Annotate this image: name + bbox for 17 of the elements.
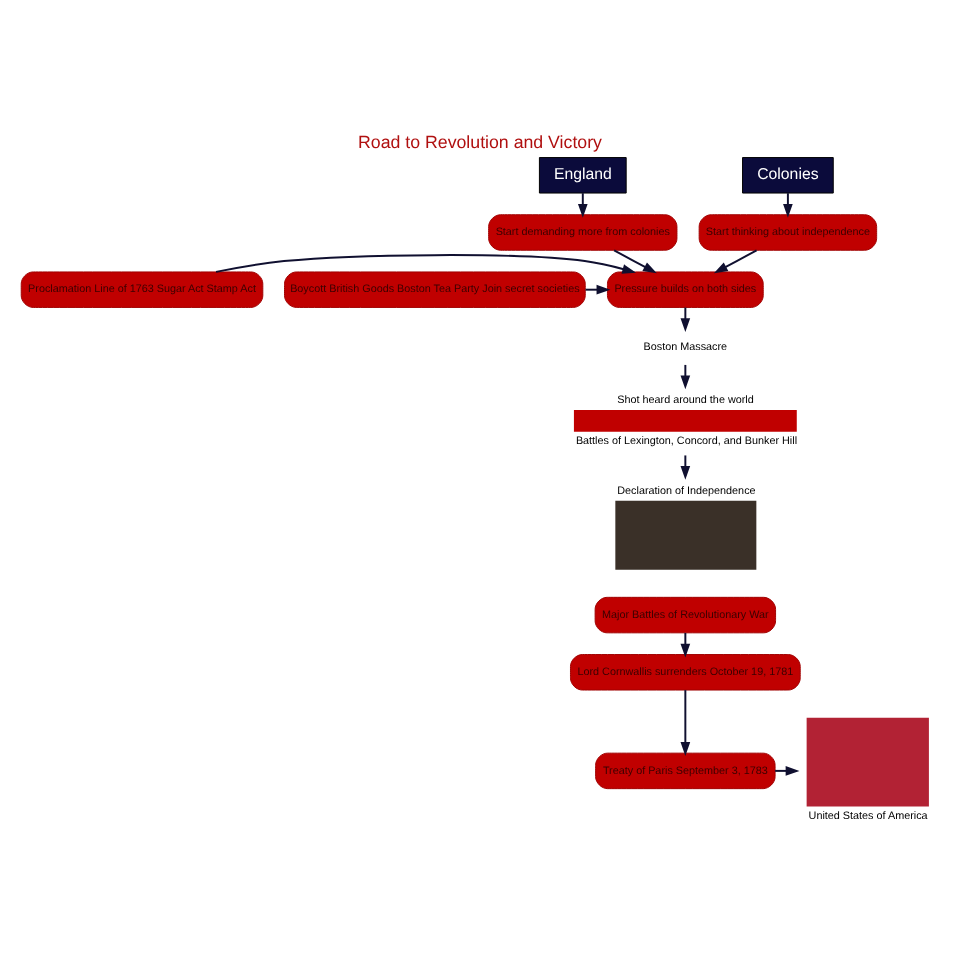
arrow [680, 363, 691, 390]
arrow [783, 192, 793, 218]
arrow [613, 249, 657, 274]
arrow [713, 249, 758, 274]
arrow [680, 689, 691, 756]
arrow [774, 766, 800, 776]
node-box [615, 500, 757, 570]
arrow [680, 454, 691, 480]
node-box [806, 717, 929, 807]
arrow [680, 631, 691, 658]
arrow [584, 284, 611, 295]
arrow [215, 254, 637, 274]
node-box: Colonies [742, 157, 834, 194]
diagram-title: Road to Revolution and Victory [358, 132, 602, 153]
arrow [577, 192, 588, 218]
node-box: England [538, 157, 627, 194]
node-box [573, 410, 797, 432]
